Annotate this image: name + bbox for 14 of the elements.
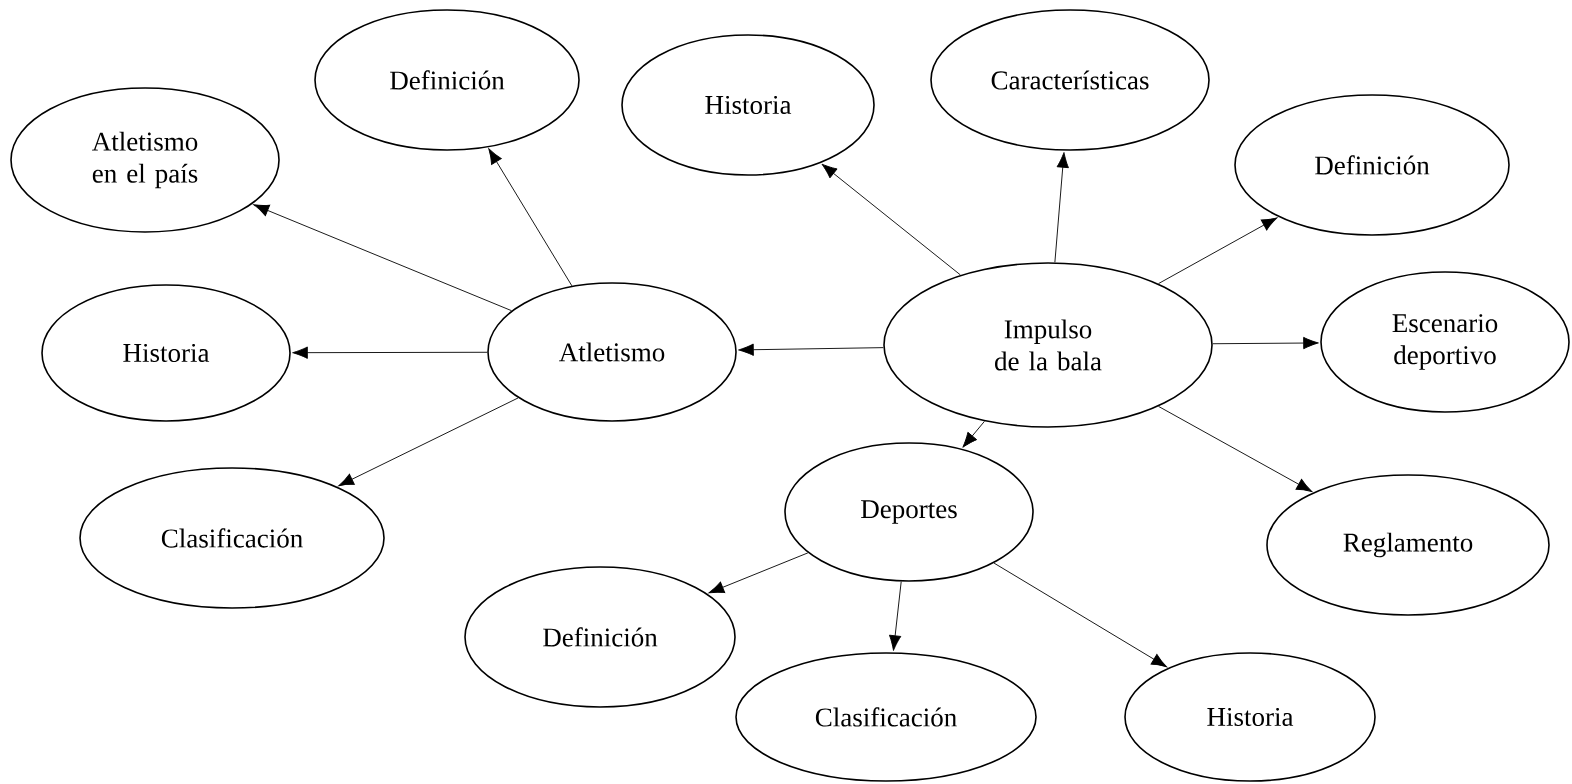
- arrow: [1054, 152, 1069, 263]
- arrow: [708, 552, 809, 594]
- arrow: [253, 204, 512, 312]
- arrow: [821, 163, 961, 276]
- arrow: [1212, 336, 1319, 350]
- arrow: [993, 562, 1168, 668]
- arrow: [292, 346, 488, 359]
- arrow: [1158, 405, 1313, 492]
- arrow: [738, 343, 884, 356]
- arrow: [338, 397, 519, 487]
- arrow: [889, 581, 902, 651]
- arrow: [488, 148, 573, 287]
- arrow: [962, 420, 985, 448]
- arrow: [1158, 217, 1278, 285]
